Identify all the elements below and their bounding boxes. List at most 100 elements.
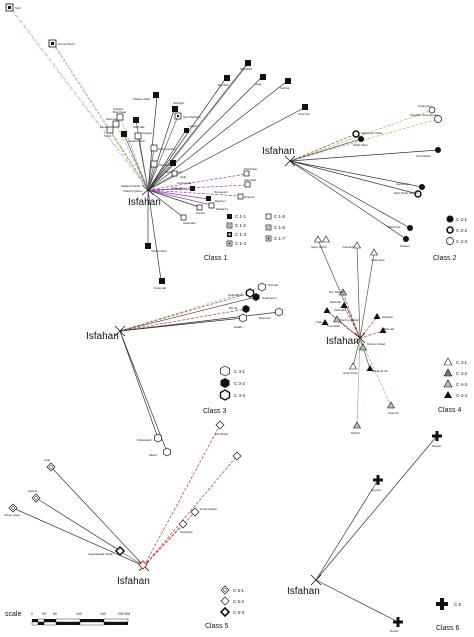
panel-class-2: Isfahan Changany Tarakieh Shemalyan Mahm… [262, 104, 468, 262]
site-label-bayzoek: Bayzoek [259, 316, 271, 320]
site-marker-alambad [244, 181, 251, 188]
legend-label-c1-4: C 1-4 [235, 241, 247, 246]
legend-marker-c3-3 [219, 389, 231, 401]
class-5-links [12, 424, 238, 567]
legend-marker-c4-3 [443, 379, 453, 388]
site-marker-spiri-dot [8, 6, 11, 9]
hub-cross-4b [354, 332, 366, 344]
site-marker-golkhaneh [252, 293, 260, 301]
panel-class-1: Isfahan Spiri Damet Abad Khalan Abad Sar… [5, 3, 310, 290]
class-1-sites: Spiri Damet Abad Khalan Abad Sarhagh Bei… [5, 3, 310, 290]
site-label-arak: Arak [44, 458, 51, 462]
site-marker-dezil-abad [245, 288, 255, 298]
legend-marker-c2-3 [446, 237, 454, 245]
site-marker-sheyjam [190, 186, 195, 191]
hub-label-6: Isfahan [287, 586, 320, 597]
site-marker-bakshehi [407, 225, 413, 231]
link-hasanjeh [143, 523, 184, 567]
site-label-shamsh: Shamsh [388, 411, 399, 415]
link-shimah [119, 286, 263, 332]
site-label-khaleskarh: Khaleskarh [137, 438, 152, 442]
site-label-jahangir: Jahangir Ab [372, 369, 388, 373]
legend-marker-c4-2 [443, 368, 453, 377]
link-jahan-abad [12, 507, 145, 567]
class-6-sites: Sanjari Neydan Dowst [371, 431, 442, 633]
class-label-5: Class 5 [205, 623, 228, 630]
link-koorabad [336, 319, 361, 339]
scale-seg-8 [38, 622, 44, 625]
site-label-beisheh: Beisheh [218, 83, 229, 87]
scale-seg-4 [55, 618, 81, 623]
site-label-gharzad: Gharzad [298, 112, 310, 116]
legend-label-c4-2: C 4-2 [456, 371, 468, 376]
site-marker-lagard [184, 128, 189, 133]
site-label-shimah: Shimah [268, 283, 279, 287]
site-label-sang-sorkh: Sang Sorkh [311, 245, 327, 249]
site-marker-jahan-abad-inner [10, 505, 16, 511]
hub-label-2: Isfahan [262, 146, 295, 157]
hub-label-4: Isfahan [326, 336, 359, 347]
scale-tick-50: 50 [53, 612, 57, 616]
link-shamsh [359, 337, 392, 407]
scale-seg-2 [37, 618, 45, 623]
legend-marker-c1-6-inner [267, 226, 270, 229]
site-label-dieh-rahe: Dieh Rahe Hamm [394, 191, 418, 195]
site-label-qezelbalaghi: Qezelbalaghi [183, 115, 201, 119]
class-6-links [315, 435, 438, 623]
site-marker-emamzadeh [190, 507, 200, 517]
legend-marker-c5-1-inner [222, 587, 228, 593]
legend-label-c3-1: C 3-1 [234, 369, 246, 374]
link-galenaleh [359, 252, 375, 339]
scale-seg-3 [44, 619, 56, 622]
site-marker-mandishi [245, 60, 251, 66]
link-dar-molla-2 [143, 424, 221, 567]
site-label-bayzhaak: Bayzhaak [113, 110, 127, 114]
site-marker-pishtridan [243, 170, 250, 177]
site-marker-ghortabaki [435, 147, 441, 153]
class-label-6: Class 6 [436, 625, 459, 632]
site-label-gachaleh: Gachaleh [183, 221, 196, 225]
site-label-shaaryazdan: Shaaryazdan [158, 147, 176, 151]
site-label-sarhagh: Sarhagh [173, 101, 185, 105]
link-bayzhaak [119, 116, 149, 191]
legend-marker-c1-5 [265, 213, 272, 220]
legend-marker-c1-4-inner [228, 242, 231, 245]
class-1-legend: C 1-1 C 1-2 C 1-3 C 1-4 C 1-5 C 1-6 C 1-… [204, 213, 286, 262]
site-label-sahzar: Sahzar [280, 86, 290, 90]
link-bonyad [359, 330, 384, 339]
site-label-gigh: Gigh [180, 175, 187, 179]
class-4-legend: C 4-1 C 4-2 C 4-3 C 4-4 Class 4 [438, 357, 468, 414]
link-khaleskarh [119, 330, 159, 439]
link-gachaleh [147, 189, 200, 208]
site-label-alambad: Alambad [244, 178, 256, 182]
link-mondolegah [147, 163, 155, 191]
site-label-lagard: Lagard [189, 124, 199, 128]
link-gigh [147, 162, 174, 191]
legend-marker-c2-2 [446, 226, 454, 234]
site-label-ramayarli: Ramayarli [214, 190, 228, 194]
site-label-dhamid: Dhamid [244, 195, 255, 199]
site-label-mallard-dekhti: Mallard Dekhti [121, 184, 141, 188]
hub-label-3: Isfahan [86, 331, 119, 342]
legend-marker-c1-3-inner [228, 233, 231, 236]
site-marker-khalan-abad [153, 92, 159, 98]
site-label-galmak: Galmak [106, 117, 117, 121]
site-label-dezil-abad: Dezil Abad [228, 293, 243, 297]
site-label-dowst: Dowst [390, 629, 399, 633]
link-mechen [147, 189, 209, 200]
site-label-halabi: Halabi [234, 325, 243, 329]
site-label-shmiaza: Shmiaza [159, 163, 171, 167]
panel-class-3: Isfahan Shimah Dezil Abad Golkhaneh Meng… [86, 282, 283, 457]
hub-cross-1b [141, 184, 155, 196]
site-label-damet-abad: Damet Abad [58, 42, 75, 46]
link-tarakieh [289, 118, 439, 162]
site-label-kabudeh: Kabudeh [334, 308, 346, 312]
link-mengi [119, 308, 247, 332]
class-5-legend: C 5-1 C 5-2 C 5-3 Class 5 [205, 585, 245, 630]
link-imamleh [356, 245, 361, 339]
link-shmiaza [147, 147, 155, 191]
link-ghortabaki [289, 149, 439, 162]
panel-class-5: Isfahan Arak Soltani Jahan Abad Emamzade… [4, 420, 245, 630]
site-label-sakhdak: Sakhdak [133, 125, 145, 129]
